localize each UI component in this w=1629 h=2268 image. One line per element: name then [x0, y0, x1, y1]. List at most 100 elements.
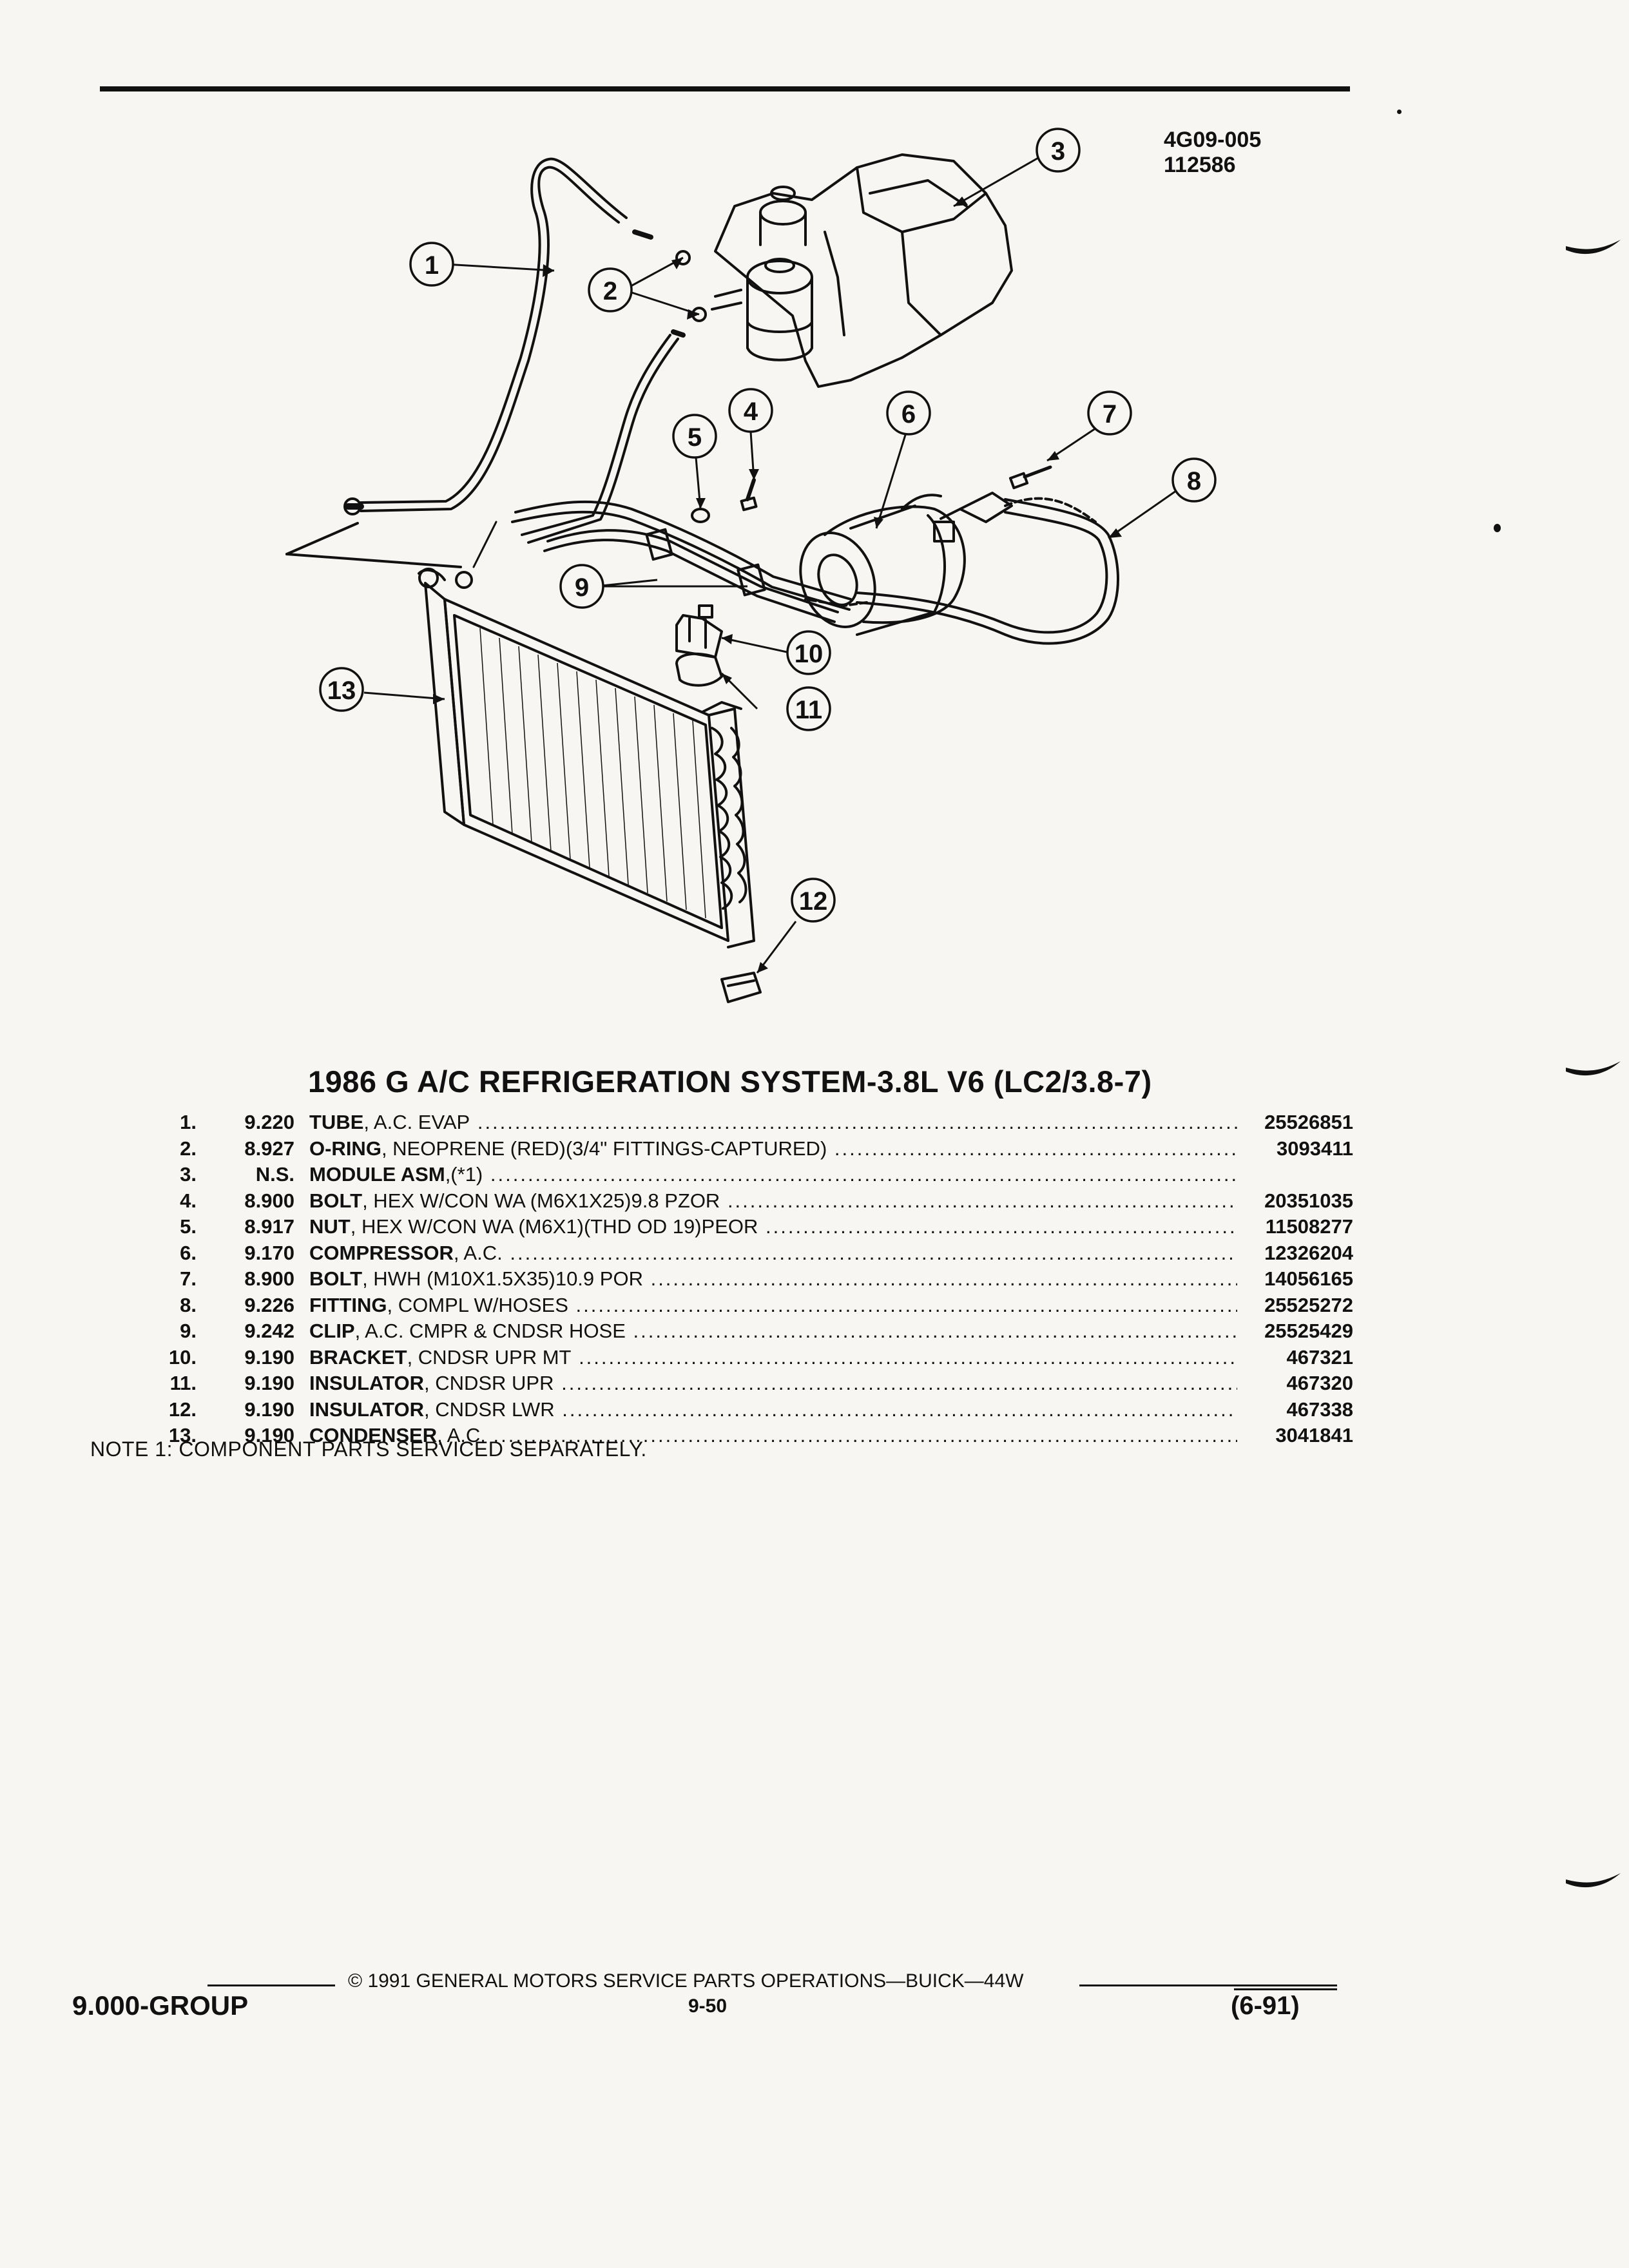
item-description: MODULE ASM,(*1) ........................… — [309, 1162, 1237, 1187]
item-qualifier: , HEX W/CON WA (M6X1)(THD OD 19)PEOR — [350, 1215, 758, 1238]
item-description: O-RING, NEOPRENE (RED)(3/4" FITTINGS-CAP… — [309, 1136, 1237, 1162]
group-number: N.S. — [255, 1163, 294, 1186]
item-number: 5. — [180, 1215, 197, 1238]
item-name: INSULATOR — [309, 1372, 424, 1394]
callout-12 — [791, 878, 836, 923]
callout-label: 2 — [603, 277, 617, 305]
leader-dots: ........................................… — [766, 1215, 1237, 1238]
note: NOTE 1: COMPONENT PARTS SERVICED SEPARAT… — [90, 1437, 647, 1461]
group-number: 9.170 — [244, 1241, 294, 1264]
item-number: 3. — [180, 1163, 197, 1186]
footer-group: 9.000-GROUP — [72, 1990, 249, 2021]
leader-dots: ........................................… — [579, 1345, 1237, 1369]
item-description: BOLT, HWH (M10X1.5X35)10.9 POR .........… — [309, 1266, 1237, 1292]
item-name: CLIP — [309, 1320, 355, 1342]
parts-list-row: 6. 9.170 COMPRESSOR, A.C. ................… — [142, 1240, 1353, 1267]
callout-label: 7 — [1103, 400, 1117, 428]
scan-mark — [1397, 110, 1402, 114]
callout-5 — [672, 414, 717, 459]
item-name: TUBE — [309, 1111, 364, 1133]
footer-copyright: © 1991 GENERAL MOTORS SERVICE PARTS OPER… — [348, 1970, 1024, 1992]
item-name: BRACKET — [309, 1345, 407, 1369]
condenser-upper-insulator — [675, 652, 723, 687]
top-rule — [100, 86, 1350, 91]
figure-id-lower: 4G09-005 — [1188, 1029, 1285, 1031]
group-number: 9.190 — [244, 1372, 294, 1394]
item-qualifier: , CNDSR LWR — [423, 1398, 555, 1421]
leader-dots: ........................................… — [561, 1372, 1237, 1394]
item-description: COMPRESSOR, A.C. .......................… — [309, 1240, 1237, 1266]
callout-10 — [786, 630, 831, 675]
callout-label: 3 — [1051, 137, 1065, 166]
callout-8 — [1171, 457, 1217, 503]
callout-label: 9 — [575, 573, 589, 602]
footer-rule — [1079, 1984, 1337, 1986]
item-number: 9. — [180, 1320, 197, 1342]
item-name: BOLT — [309, 1267, 363, 1290]
binder-mark — [1566, 1873, 1621, 1888]
item-description: BOLT, HEX W/CON WA (M6X1X25)9.8 PZOR ...… — [309, 1188, 1237, 1214]
part-number: 3093411 — [1277, 1137, 1353, 1160]
leader-dots: ........................................… — [490, 1163, 1237, 1186]
item-name: CONDENSER — [309, 1424, 438, 1446]
condenser-lower-insulator — [720, 972, 762, 1003]
evap-tube — [360, 166, 620, 512]
item-qualifier: , A.C. CMPR & CNDSR HOSE — [354, 1320, 626, 1342]
callout-label: 13 — [327, 677, 356, 705]
group-number: 9.190 — [244, 1424, 294, 1446]
footer-page-number: 9-50 — [688, 1995, 728, 2017]
callout-label: 11 — [795, 696, 822, 724]
section-title: 1986 G A/C REFRIGERATION SYSTEM-3.8L V6 … — [308, 1064, 1152, 1099]
footer-rule — [207, 1984, 335, 1986]
item-qualifier: , CNDSR UPR MT — [407, 1345, 572, 1369]
item-qualifier: , CNDSR UPR — [423, 1372, 554, 1394]
callout-3 — [1036, 128, 1081, 173]
item-number: 12. — [168, 1398, 197, 1421]
callout-7 — [1087, 390, 1132, 436]
callout-11 — [786, 686, 831, 731]
callout-label: 1 — [425, 251, 439, 280]
item-description: INSULATOR, CNDSR LWR ...................… — [309, 1397, 1237, 1423]
item-qualifier: , NEOPRENE (RED)(3/4" FITTINGS-CAPTURED) — [381, 1137, 827, 1160]
part-number: 467338 — [1286, 1398, 1353, 1421]
callout-label: 10 — [795, 640, 824, 668]
part-number: 25526851 — [1264, 1111, 1353, 1133]
part-number: 25525429 — [1264, 1320, 1353, 1342]
part-number: 3041841 — [1275, 1424, 1353, 1446]
item-number: 6. — [180, 1241, 197, 1264]
item-number: 2. — [180, 1137, 197, 1160]
group-number: 9.190 — [244, 1398, 294, 1421]
item-name: BOLT — [309, 1189, 363, 1212]
scan-mark — [1494, 524, 1501, 532]
binder-mark — [1566, 1061, 1621, 1076]
callout-4 — [728, 388, 773, 433]
item-qualifier: , HEX W/CON WA (M6X1X25)9.8 PZOR — [362, 1189, 720, 1212]
item-number: 8. — [180, 1293, 197, 1316]
leader-dots: ........................................… — [510, 1241, 1237, 1264]
callout-2 — [588, 267, 633, 312]
callout-1 — [409, 242, 454, 287]
leader-dots: ........................................… — [727, 1189, 1237, 1212]
item-qualifier: , A.C. — [453, 1241, 503, 1264]
part-number: 14056165 — [1264, 1267, 1353, 1290]
item-qualifier: , HWH (M10X1.5X35)10.9 POR — [362, 1267, 643, 1290]
item-number: 7. — [180, 1267, 197, 1290]
group-number: 9.242 — [244, 1320, 294, 1342]
callout-6 — [886, 390, 931, 436]
callout-label: 4 — [744, 398, 758, 426]
condenser-upper-bracket — [675, 614, 723, 658]
parts-list-row: 12. 9.190 INSULATOR, CNDSR LWR ...........… — [142, 1397, 1353, 1423]
part-number: 11508277 — [1265, 1215, 1353, 1238]
callout-9 — [559, 564, 604, 609]
callout-label: 8 — [1187, 467, 1201, 495]
leader-dots: ........................................… — [562, 1398, 1237, 1421]
ac-system-exploded-diagram: 1 2 3 4 5 6 7 8 9 10 11 12 13 4G09-005 — [285, 128, 1285, 1031]
group-number: 8.917 — [244, 1215, 294, 1238]
binder-mark — [1566, 240, 1621, 255]
item-description: CLIP, A.C. CMPR & CNDSR HOSE ...........… — [309, 1318, 1237, 1344]
